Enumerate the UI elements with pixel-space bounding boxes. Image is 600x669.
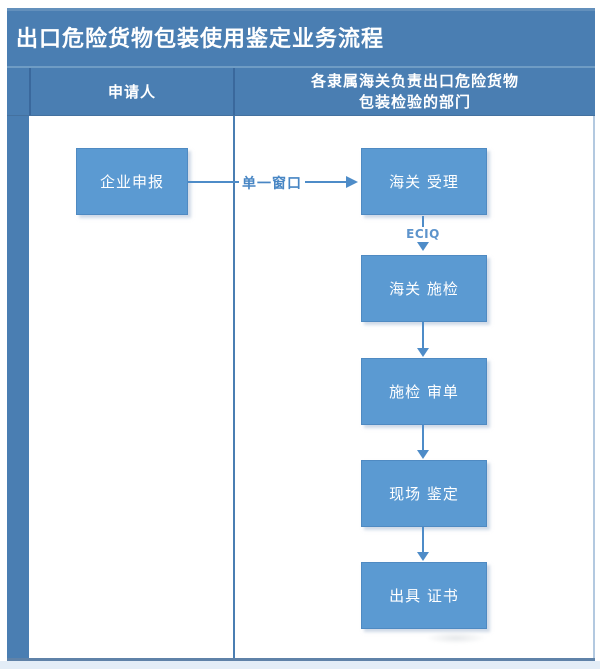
header-divider-right: [233, 68, 235, 115]
box-customs-inspection: 海关 施检: [361, 255, 487, 322]
box-customs-acceptance-label: 海关 受理: [389, 173, 459, 191]
header-divider-left: [29, 68, 31, 115]
arrow-right-icon: [346, 176, 358, 188]
frame-bottom-border: [7, 658, 595, 661]
column-divider: [233, 116, 235, 659]
box-enterprise-declaration-label: 企业申报: [99, 173, 164, 191]
arrow-down-icon: [417, 348, 429, 357]
arrow-down-icon: [417, 242, 429, 251]
watermark-smudge: [425, 632, 487, 644]
customs-header-line1: 各隶属海关负责出口危险货物: [310, 71, 519, 90]
box-customs-acceptance: 海关 受理: [361, 148, 487, 215]
applicant-column-header: 申请人: [107, 83, 156, 101]
arrow-down-icon: [417, 552, 429, 561]
box-on-site-identification: 现场 鉴定: [361, 460, 487, 527]
box-issue-certificate-label: 出具 证书: [389, 587, 459, 605]
page-title: 出口危险货物包装使用鉴定业务流程: [16, 27, 385, 52]
title-separator: [7, 66, 595, 68]
page-bottom-strip: [0, 661, 600, 669]
title-bar: 出口危险货物包装使用鉴定业务流程: [7, 8, 595, 66]
box-customs-inspection-label: 海关 施检: [389, 280, 459, 298]
box-issue-certificate: 出具 证书: [361, 562, 487, 629]
box-on-site-identification-label: 现场 鉴定: [389, 485, 459, 503]
box-inspection-document-review-label: 施检 审单: [389, 383, 459, 401]
connector-step4-5: [422, 527, 424, 552]
left-margin-strip: [7, 116, 29, 659]
customs-header-line2: 包装检验的部门: [358, 92, 471, 111]
customs-column-header: 各隶属海关负责出口危险货物 包装检验的部门: [237, 68, 593, 115]
column-header-row: 申请人 各隶属海关负责出口危险货物 包装检验的部门: [7, 68, 595, 116]
box-enterprise-declaration: 企业申报: [76, 148, 188, 215]
connector-eciq-stub: [422, 216, 424, 230]
arrow-down-icon: [417, 450, 429, 459]
connector-step3-4: [422, 424, 424, 450]
single-window-label: 单一窗口: [239, 173, 305, 193]
frame-right-border: [593, 116, 595, 659]
box-inspection-document-review: 施检 审单: [361, 358, 487, 425]
connector-step2-3: [422, 322, 424, 348]
eciq-label: ECIQ: [403, 227, 443, 241]
